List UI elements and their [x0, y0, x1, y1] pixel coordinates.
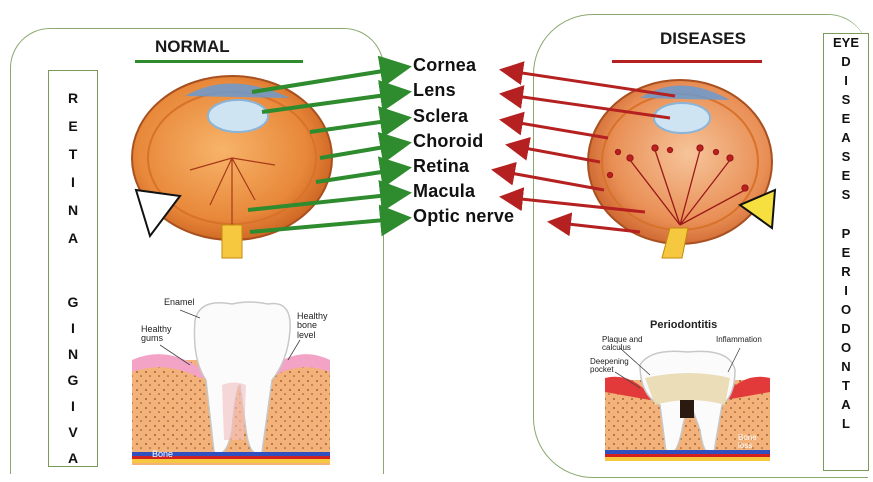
- label-deepening-pocket: Deepening pocket: [590, 358, 629, 375]
- term-sclera: Sclera: [413, 106, 468, 127]
- term-retina: Retina: [413, 156, 469, 177]
- label-healthy-gums: Healthy gums: [141, 325, 172, 344]
- label-plaque-calculus: Plaque and calculus: [602, 336, 642, 353]
- term-optic-nerve: Optic nerve: [413, 206, 514, 227]
- diseased-eye-illustration: [588, 80, 775, 258]
- periodontitis-title: Periodontitis: [650, 320, 717, 332]
- term-macula: Macula: [413, 181, 475, 202]
- label-healthy-bone-level: Healthy bone level: [297, 312, 328, 340]
- term-cornea: Cornea: [413, 55, 476, 76]
- normal-eye-illustration: [132, 76, 332, 258]
- term-lens: Lens: [413, 80, 456, 101]
- term-choroid: Choroid: [413, 131, 483, 152]
- label-bone-loss: Bone loss: [738, 434, 757, 451]
- label-bone: Bone: [152, 450, 173, 459]
- label-inflammation: Inflammation: [716, 336, 762, 344]
- label-enamel: Enamel: [164, 298, 195, 307]
